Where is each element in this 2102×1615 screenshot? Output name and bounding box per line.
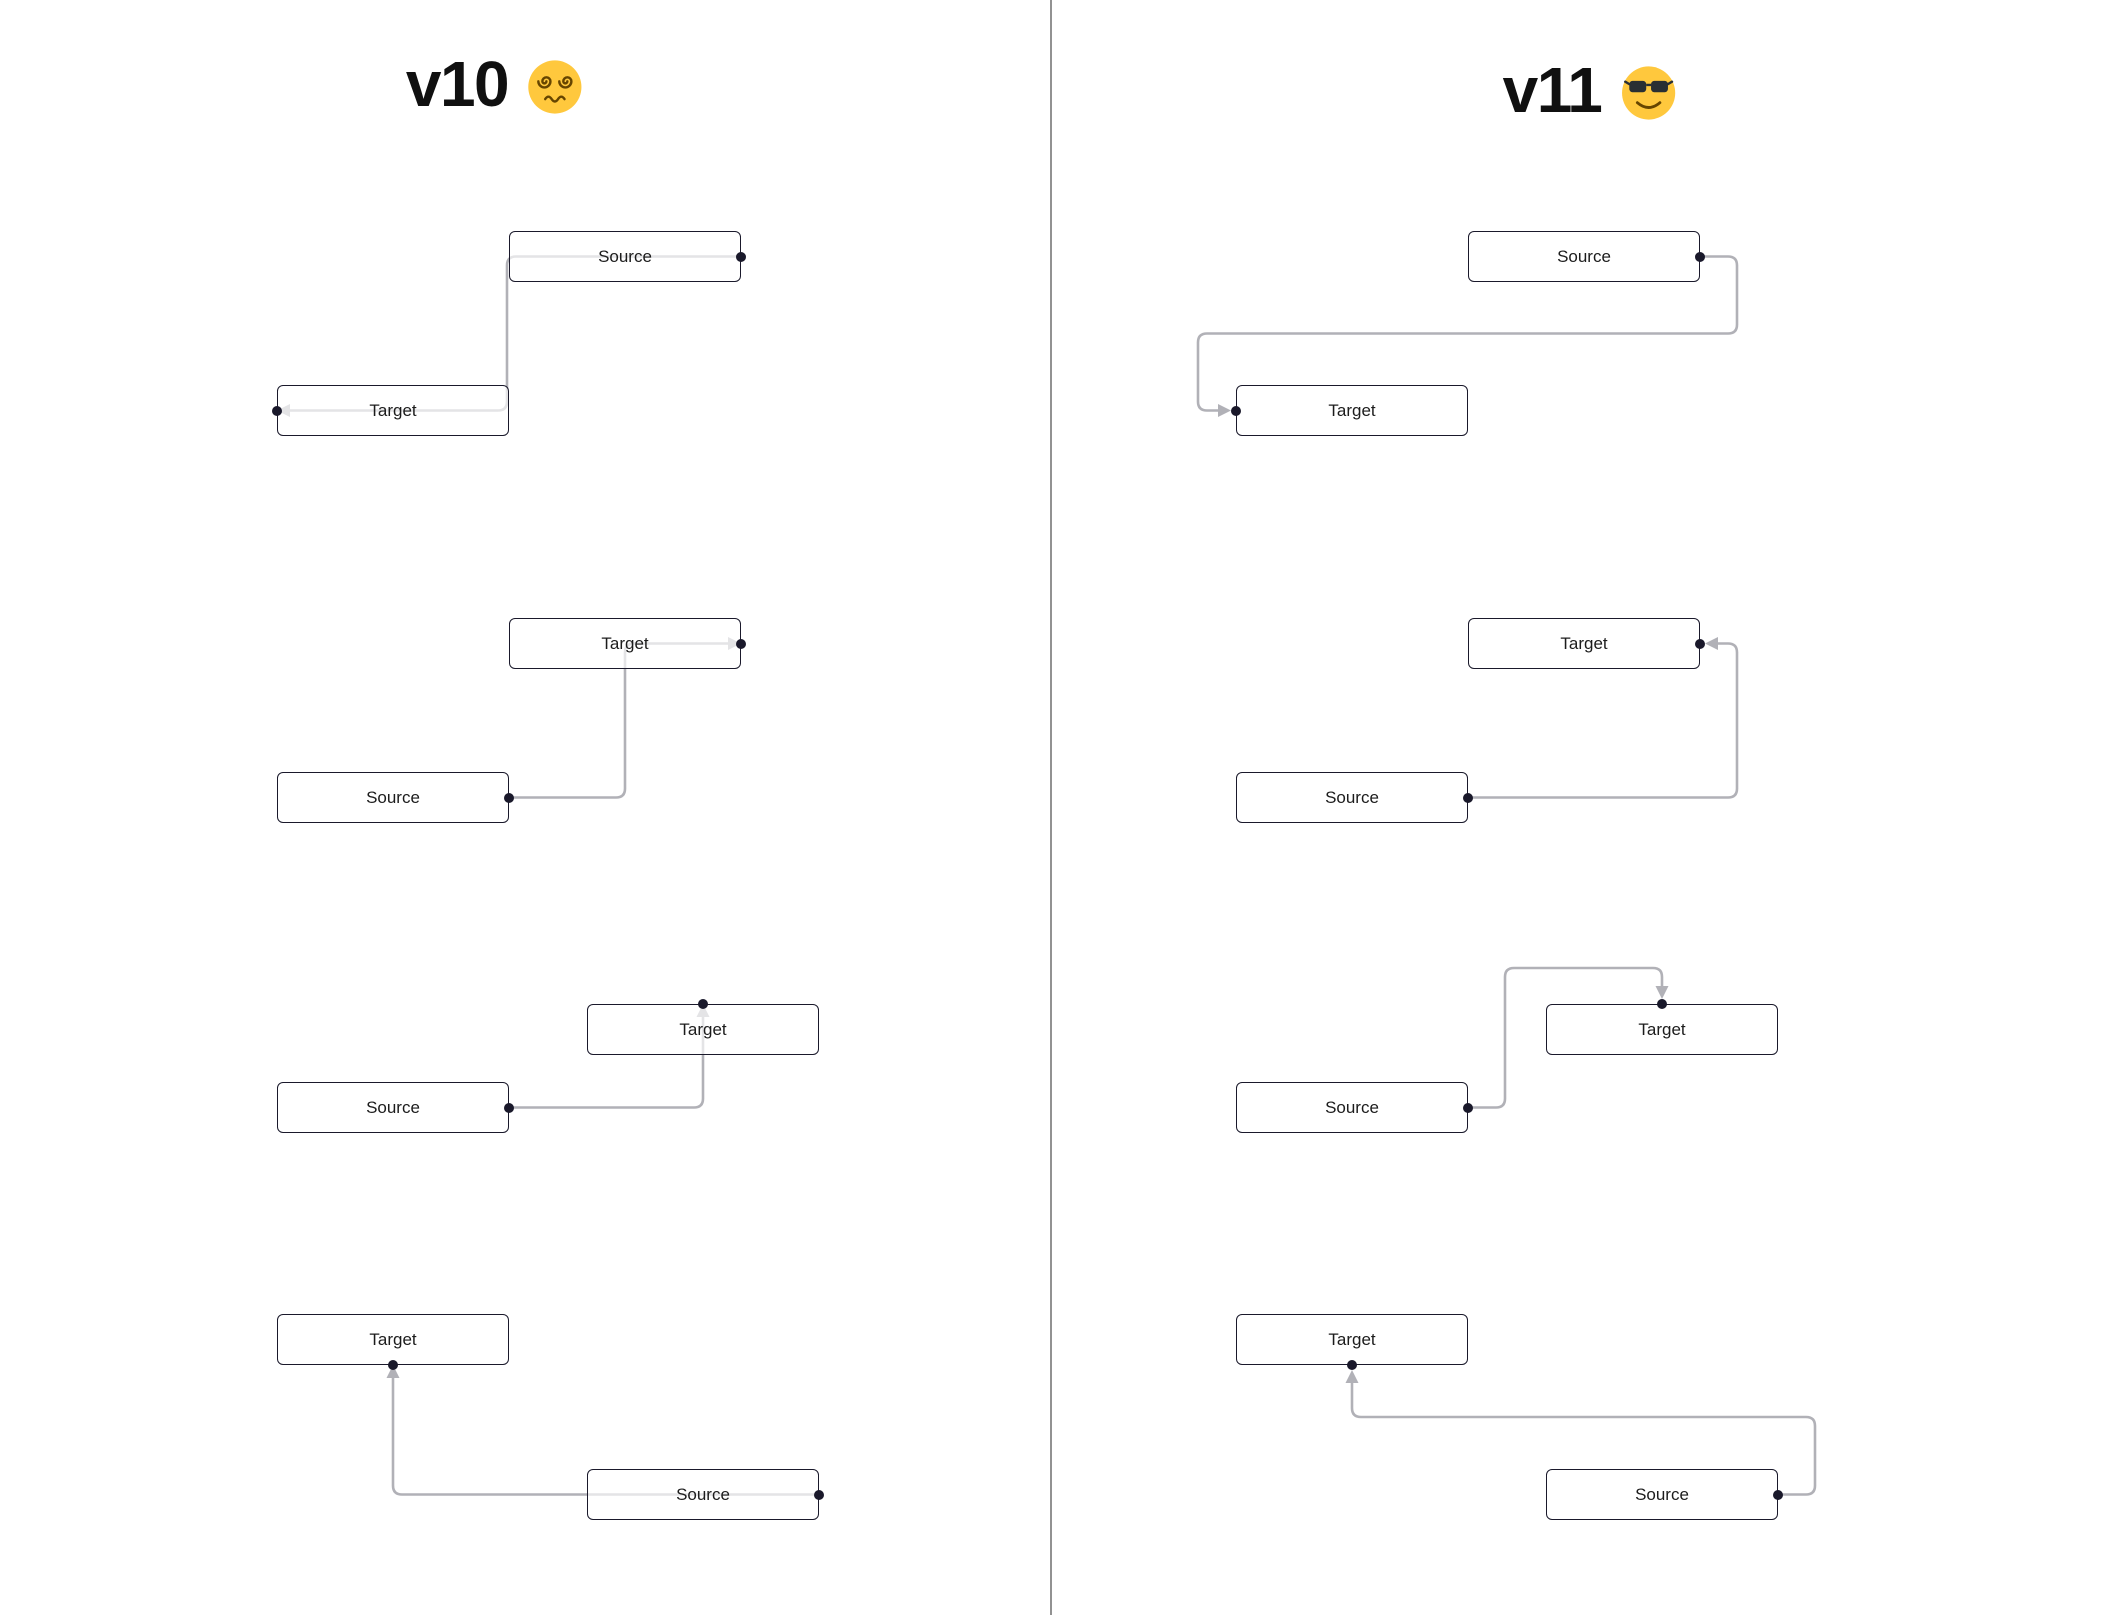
smiling-face-with-sunglasses-emoji: [1619, 64, 1677, 122]
node-label: Target: [369, 1329, 417, 1349]
node-target-v10-r2-target[interactable]: Target: [509, 618, 741, 669]
node-source-v10-r4-source[interactable]: Source: [587, 1469, 819, 1520]
column-title-text: v10: [405, 48, 510, 120]
node-label: Target: [601, 633, 649, 653]
node-source-v10-r3-source[interactable]: Source: [277, 1082, 509, 1133]
node-label: Target: [1638, 1019, 1686, 1039]
connection-handle-right[interactable]: [736, 638, 746, 649]
connection-edge-v11-r3-edge[interactable]: [1468, 966, 1664, 1109]
node-source-v10-r1-source[interactable]: Source: [509, 231, 741, 282]
connection-handle-right[interactable]: [1463, 1102, 1473, 1113]
column-divider: [1050, 0, 1052, 1615]
node-label: Source: [366, 787, 420, 807]
connection-handle-right[interactable]: [1695, 638, 1705, 649]
node-source-v11-r2-source[interactable]: Source: [1236, 772, 1468, 823]
node-source-v11-r4-source[interactable]: Source: [1546, 1469, 1778, 1520]
connection-handle-right[interactable]: [504, 792, 514, 803]
node-label: Source: [1557, 246, 1611, 266]
face-with-spiral-eyes-emoji: [526, 58, 584, 116]
node-source-v10-r2-source[interactable]: Source: [277, 772, 509, 823]
node-target-v11-r1-target[interactable]: Target: [1236, 385, 1468, 436]
node-target-v11-r4-target[interactable]: Target: [1236, 1314, 1468, 1365]
node-label: Target: [369, 400, 417, 420]
connection-handle-right[interactable]: [1463, 792, 1473, 803]
node-label: Target: [679, 1019, 727, 1039]
node-label: Source: [366, 1097, 420, 1117]
connection-handle-right[interactable]: [736, 251, 746, 262]
node-source-v11-r1-source[interactable]: Source: [1468, 231, 1700, 282]
connection-handle-left[interactable]: [1231, 405, 1241, 416]
column-title-v10: v10: [406, 52, 584, 116]
node-target-v10-r4-target[interactable]: Target: [277, 1314, 509, 1365]
node-label: Target: [1328, 400, 1376, 420]
connection-handle-bottom[interactable]: [388, 1360, 398, 1370]
node-target-v10-r3-target[interactable]: Target: [587, 1004, 819, 1055]
node-label: Target: [1328, 1329, 1376, 1349]
node-label: Source: [1635, 1484, 1689, 1504]
connection-edge-v10-r4-edge[interactable]: [391, 1378, 819, 1496]
connection-handle-right[interactable]: [504, 1102, 514, 1113]
edge-arrowhead: [1655, 986, 1669, 999]
edge-arrowhead: [1705, 637, 1718, 650]
connection-handle-top[interactable]: [698, 999, 708, 1009]
connection-handle-right[interactable]: [1695, 251, 1705, 262]
node-target-v11-r2-target[interactable]: Target: [1468, 618, 1700, 669]
edge-arrowhead: [386, 1365, 400, 1378]
node-label: Source: [1325, 787, 1379, 807]
connection-handle-left[interactable]: [272, 405, 282, 416]
node-target-v11-r3-target[interactable]: Target: [1546, 1004, 1778, 1055]
connection-handle-top[interactable]: [1657, 999, 1667, 1009]
column-title-v11: v11: [1503, 58, 1678, 122]
connection-edge-v11-r2-edge[interactable]: [1468, 642, 1739, 799]
connection-edge-v10-r3-edge[interactable]: [509, 1017, 705, 1109]
connection-handle-right[interactable]: [814, 1489, 824, 1500]
edge-arrowhead: [1345, 1370, 1359, 1383]
connection-handle-bottom[interactable]: [1347, 1360, 1357, 1370]
node-label: Target: [1560, 633, 1608, 653]
column-title-text: v11: [1502, 54, 1603, 126]
node-label: Source: [676, 1484, 730, 1504]
connection-handle-right[interactable]: [1773, 1489, 1783, 1500]
node-source-v11-r3-source[interactable]: Source: [1236, 1082, 1468, 1133]
connection-edge-v11-r4-edge[interactable]: [1350, 1383, 1817, 1496]
node-target-v10-r1-target[interactable]: Target: [277, 385, 509, 436]
edge-arrowhead: [1218, 404, 1231, 417]
connection-edge-v11-r1-edge[interactable]: [1196, 255, 1739, 412]
node-label: Source: [598, 246, 652, 266]
node-label: Source: [1325, 1097, 1379, 1117]
